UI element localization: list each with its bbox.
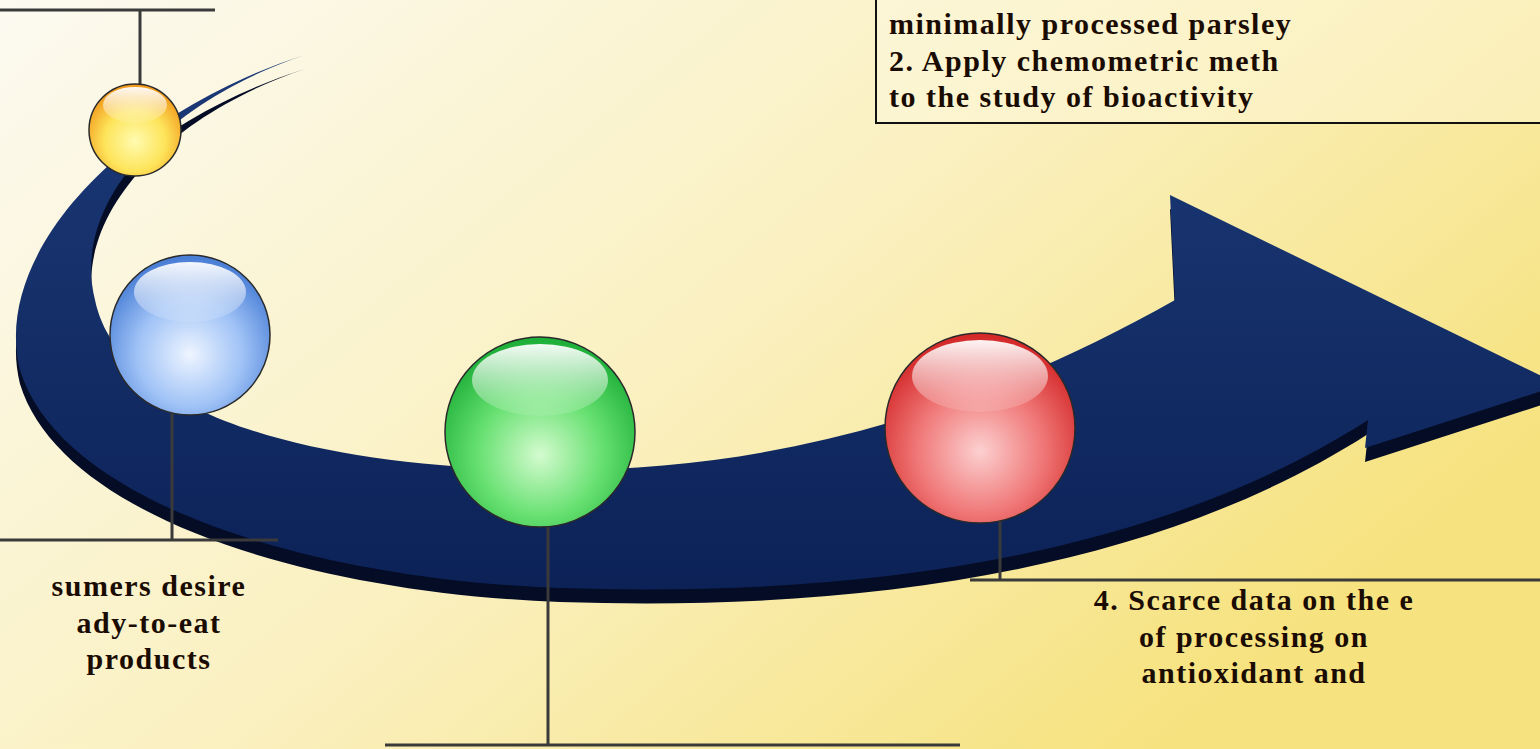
objective-text: 2. Apply chemometric meth to the study o… xyxy=(889,43,1304,116)
callout-text: sumers desire ady-to-eat products xyxy=(18,568,280,678)
callout-text: 4. Scarce data on the e of processing on… xyxy=(1078,582,1430,692)
objective-text: minimally processed parsley xyxy=(889,6,1304,43)
objective-box: minimally processed parsley2. Apply chem… xyxy=(875,0,1540,124)
